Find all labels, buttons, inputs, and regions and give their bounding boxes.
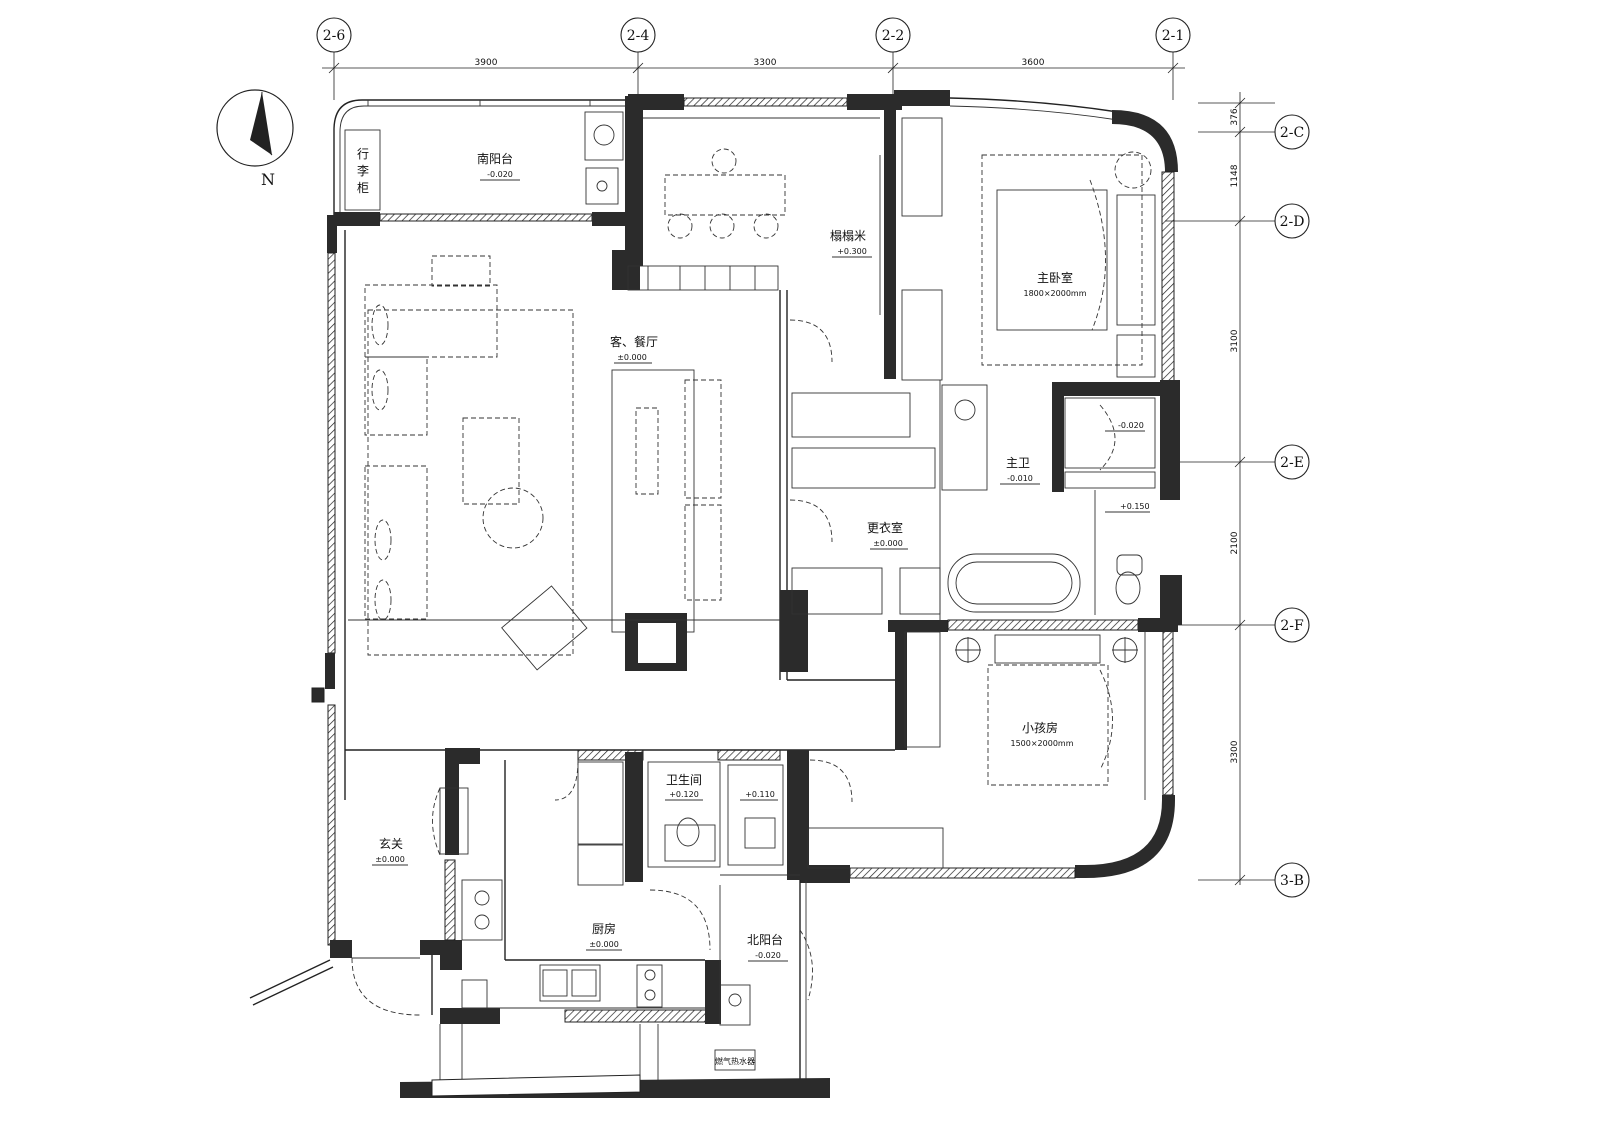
dimension-top-2: 3300	[754, 58, 777, 68]
room-labels: 行 李 柜 南阳台 -0.020 榻榻米 +0.300 客、餐厅 ±0.000 …	[357, 147, 1150, 962]
living-dining-furniture	[348, 255, 780, 671]
kids-room-furniture	[955, 630, 1146, 800]
exterior-walls	[249, 90, 1182, 1098]
dimension-right-2: 1148	[1230, 164, 1240, 187]
dimension-top-1: 3900	[475, 58, 498, 68]
grid-label-2-F: 2-F	[1280, 618, 1304, 634]
grid-label-2-2: 2-2	[882, 28, 905, 44]
right-grid-axes: 376 1148 3100 2100 3300 2-C 2-D 2-E 2-F …	[1165, 92, 1310, 898]
master-bedroom-name: 主卧室	[1037, 270, 1073, 285]
master-bath-fixtures	[941, 382, 1162, 615]
dimension-right-1: 376	[1230, 108, 1240, 125]
bathroom-shower-level: +0.110	[745, 790, 775, 799]
entrance-fixtures	[351, 787, 469, 1016]
tatami-level: +0.300	[837, 247, 867, 256]
north-arrow-icon: N	[216, 89, 294, 189]
master-bedroom-size: 1800×2000mm	[1023, 289, 1086, 298]
entrance-name: 玄关	[379, 836, 403, 851]
master-bedroom-furniture	[981, 151, 1156, 378]
dressing-room-level: ±0.000	[873, 539, 903, 548]
dressing-room-name: 更衣室	[867, 520, 903, 535]
grid-label-2-D: 2-D	[1280, 214, 1305, 230]
master-shower-level: -0.020	[1118, 421, 1144, 430]
south-balcony-fixtures	[344, 111, 624, 211]
kids-room-size: 1500×2000mm	[1010, 739, 1073, 748]
living-dining-level: ±0.000	[617, 353, 647, 362]
south-balcony-level: -0.020	[487, 170, 513, 179]
south-balcony-name: 南阳台	[477, 151, 513, 166]
grid-bubble-3-B	[1274, 862, 1310, 898]
grid-label-3-B: 3-B	[1280, 873, 1304, 889]
grid-bubble-2-C	[1274, 114, 1310, 150]
kitchen-fixtures	[461, 879, 711, 1009]
grid-bubble-2-4	[620, 17, 656, 53]
dimension-right-3: 3100	[1230, 329, 1240, 352]
north-balcony-fixtures: 燃气热水器	[714, 885, 813, 1071]
water-heater-label: 燃气热水器	[715, 1056, 755, 1066]
kitchen-name: 厨房	[592, 921, 616, 936]
master-bath-level: -0.010	[1007, 474, 1033, 483]
grid-label-2-E: 2-E	[1280, 455, 1304, 471]
kitchen-level: ±0.000	[589, 940, 619, 949]
dimension-right-4: 2100	[1230, 531, 1240, 554]
tatami-name: 榻榻米	[830, 229, 866, 243]
grid-bubble-2-F	[1274, 607, 1310, 643]
grid-label-2-4: 2-4	[627, 28, 650, 44]
luggage-cabinet-label-3: 柜	[357, 181, 369, 195]
luggage-cabinet-label-2: 李	[357, 163, 369, 178]
grid-bubble-2-D	[1274, 203, 1310, 239]
entrance-level: ±0.000	[375, 855, 405, 864]
grid-label-2-1: 2-1	[1162, 28, 1185, 44]
north-balcony-level: -0.020	[755, 951, 781, 960]
grid-label-2-6: 2-6	[323, 28, 346, 44]
north-label: N	[261, 170, 275, 189]
grid-bubble-2-E	[1274, 444, 1310, 480]
north-balcony-name: 北阳台	[747, 932, 783, 947]
bathroom-fixtures	[554, 759, 800, 886]
dimension-right-5: 3300	[1230, 740, 1240, 763]
dimension-top-3: 3600	[1022, 58, 1045, 68]
grid-bubble-2-1	[1155, 17, 1191, 53]
living-dining-name: 客、餐厅	[610, 334, 658, 349]
kids-room-name: 小孩房	[1022, 720, 1058, 735]
grid-bubble-2-2	[875, 17, 911, 53]
grid-bubble-2-6	[316, 17, 352, 53]
master-toilet-level: +0.150	[1120, 502, 1150, 511]
bathroom-name: 卫生间	[666, 773, 702, 787]
luggage-cabinet-label-1: 行	[357, 147, 369, 161]
dressing-room-closets	[789, 117, 944, 869]
master-bath-name: 主卫	[1006, 456, 1030, 470]
bathroom-level: +0.120	[669, 790, 699, 799]
grid-label-2-C: 2-C	[1280, 125, 1304, 141]
top-grid-axes: 2-6 2-4 2-2 2-1 3900 3300 3600	[316, 17, 1191, 100]
tatami-furniture	[627, 117, 881, 315]
